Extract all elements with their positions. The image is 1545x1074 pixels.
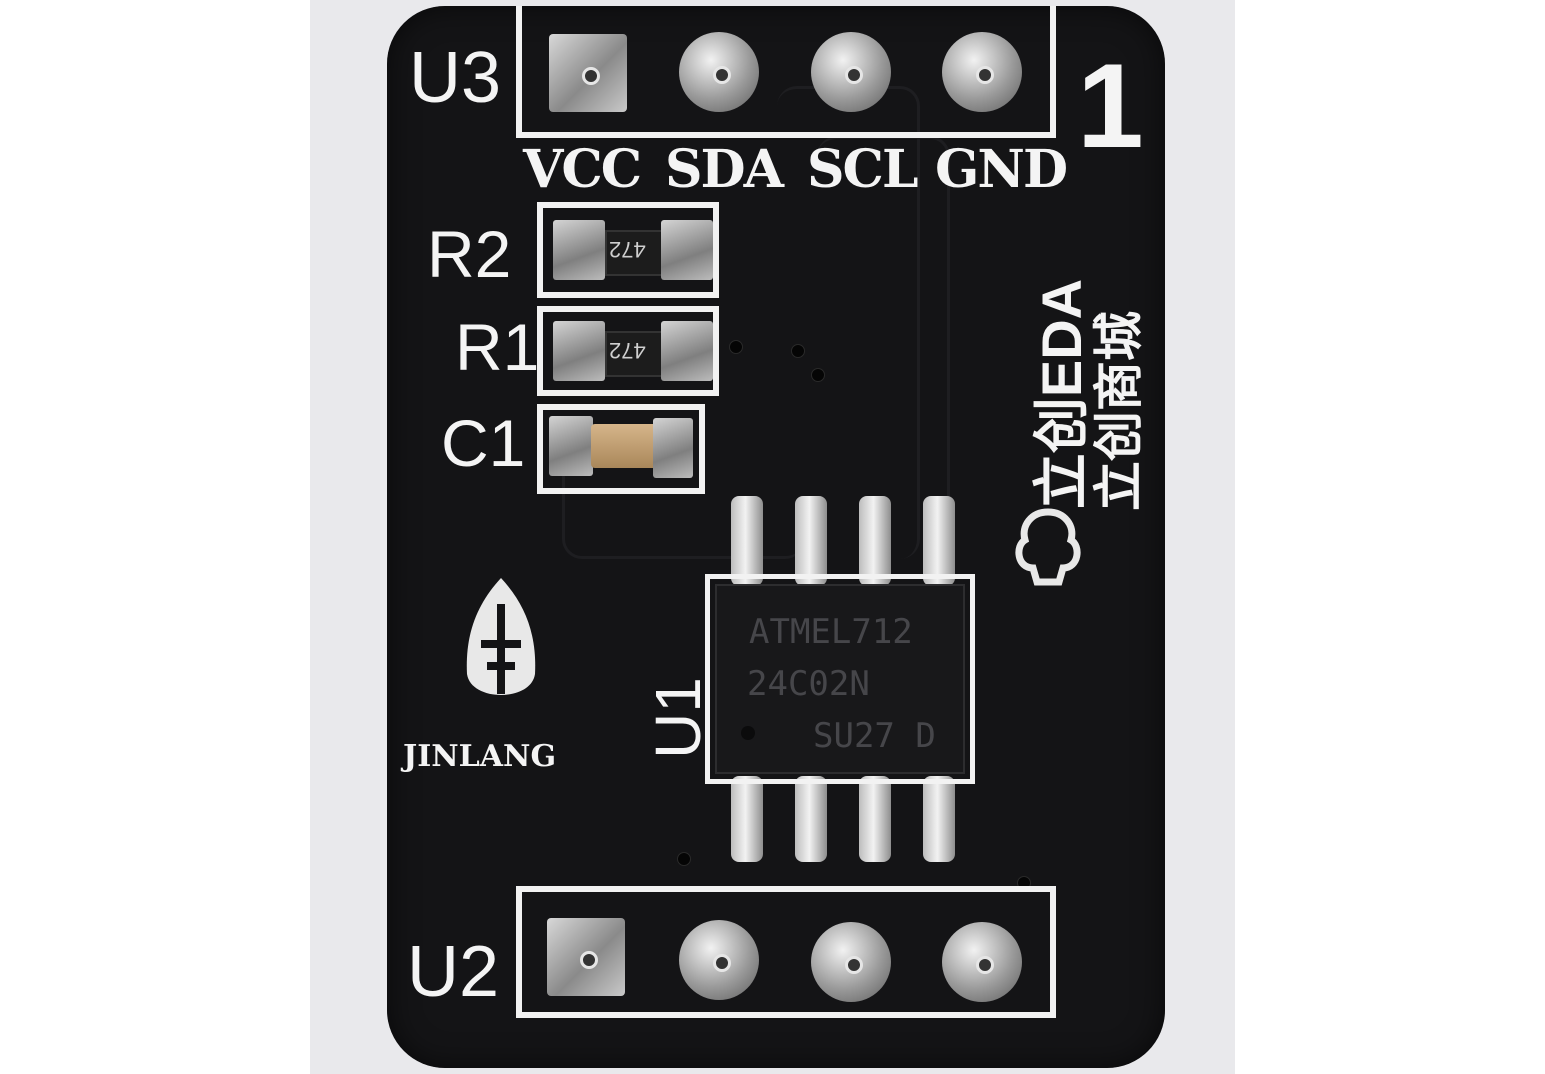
u2-pin4-pad xyxy=(942,922,1022,1002)
u1-pin-bottom-4 xyxy=(923,776,955,862)
c1-capacitor xyxy=(591,424,657,468)
r1-designator: R1 xyxy=(455,310,540,384)
u3-header-outline xyxy=(516,6,1056,138)
u2-pin3-pad xyxy=(811,922,891,1002)
pin-label-vcc: VCC xyxy=(523,139,642,200)
pin-label-sda: SDA xyxy=(665,139,784,200)
u3-pin3-pad xyxy=(811,32,891,112)
pin-label-gnd: GND xyxy=(935,139,1068,200)
via xyxy=(677,852,691,866)
u1-pin-top-2 xyxy=(795,496,827,586)
r2-body xyxy=(605,230,665,276)
u1-pin-bottom-2 xyxy=(795,776,827,862)
u1-pin-bottom-1 xyxy=(731,776,763,862)
r1-pad-left xyxy=(553,321,605,381)
u1-pin-top-1 xyxy=(731,496,763,586)
u1-eeprom-chip: ATMEL712 24C02N SU27 D xyxy=(715,584,965,774)
jinlang-emblem-icon xyxy=(466,578,536,695)
via xyxy=(811,368,825,382)
vendor-logo-text: 立创EDA xyxy=(1030,278,1094,510)
r2-value-code: 472 xyxy=(609,237,646,262)
chip-pin1-dot xyxy=(741,726,755,740)
r2-outline xyxy=(537,202,719,298)
chip-marking-line2: 24C02N xyxy=(747,664,870,704)
r2-designator: R2 xyxy=(427,217,512,291)
u3-pin4-pad xyxy=(942,32,1022,112)
via xyxy=(729,340,743,354)
u3-pin2-pad xyxy=(679,32,759,112)
c1-designator: C1 xyxy=(441,406,526,480)
c1-pad-right xyxy=(653,418,693,478)
u1-pin-top-4 xyxy=(923,496,955,586)
r1-outline xyxy=(537,306,719,396)
u1-pin-top-3 xyxy=(859,496,891,586)
u1-designator: U1 xyxy=(641,677,714,759)
u2-pin1-pad xyxy=(547,918,625,996)
maker-name: JINLANG xyxy=(403,739,557,774)
u3-pin1-pad xyxy=(549,34,627,112)
r2-pad-right xyxy=(661,220,713,280)
lceda-cloud-icon xyxy=(1015,508,1081,586)
pin1-marker: 1 xyxy=(1077,39,1144,173)
r1-value-code: 472 xyxy=(609,338,646,363)
c1-outline xyxy=(537,404,705,494)
chip-marking-line1: ATMEL712 xyxy=(749,612,913,652)
pcb-board: U3 VCC SDA SCL GND 1 R2 472 R1 472 C1 AT… xyxy=(387,6,1165,1068)
via xyxy=(791,344,805,358)
pin-label-scl: SCL xyxy=(807,139,919,200)
chip-marking-line3: SU27 D xyxy=(813,716,936,756)
u1-pin-bottom-3 xyxy=(859,776,891,862)
u2-header-outline xyxy=(516,886,1056,1018)
u2-designator: U2 xyxy=(407,932,500,1012)
vendor-logo-text-secondary: 立创商城 xyxy=(1091,311,1147,511)
u1-outline xyxy=(705,574,975,784)
u3-designator: U3 xyxy=(409,38,502,118)
u2-pin2-pad xyxy=(679,920,759,1000)
r2-pad-left xyxy=(553,220,605,280)
c1-pad-left xyxy=(549,416,593,476)
r1-pad-right xyxy=(661,321,713,381)
